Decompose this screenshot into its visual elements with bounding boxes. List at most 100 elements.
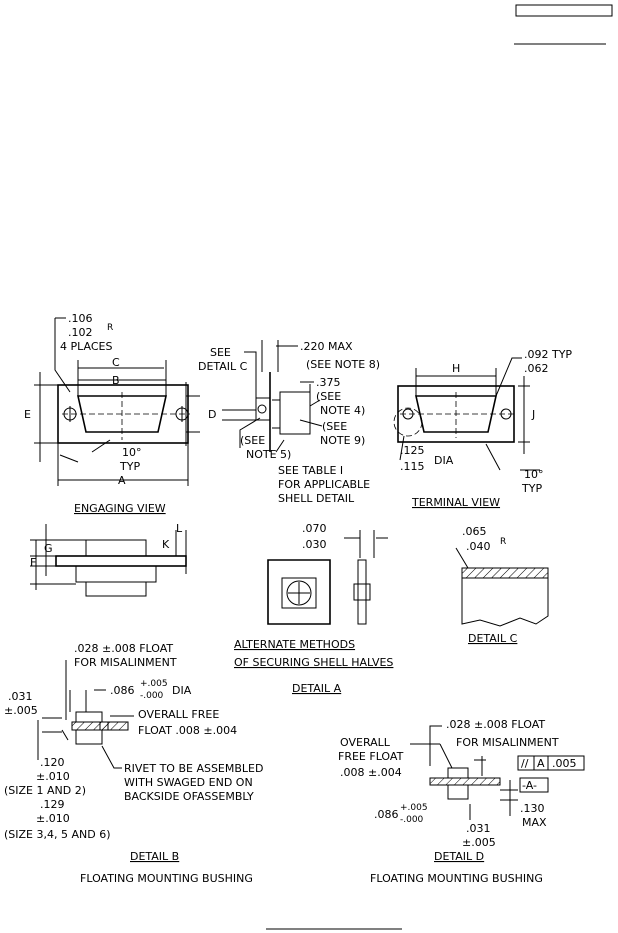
db-rivet-2: WITH SWAGED END ON (124, 776, 253, 789)
pv-dim-g: G (44, 542, 53, 555)
sv-dim-375: .375 (316, 376, 341, 389)
db-rivet-1: RIVET TO BE ASSEMBLED (124, 762, 263, 775)
ev-dim-d: D (208, 408, 216, 421)
dd-tolerance-frame (517, 755, 585, 771)
dd-bushing-top (447, 767, 469, 779)
db-dim-120: .120 (40, 756, 65, 769)
db-tol-005: ±.005 (4, 704, 38, 717)
ev-caption: ENGAGING VIEW (74, 502, 166, 515)
dd-dim-031: .031 (466, 822, 491, 835)
detail-c: .065 .040 R DETAIL C (455, 525, 549, 645)
ev-angle-typ: TYP (119, 460, 140, 473)
dd-tol-plus: +.005 (400, 803, 428, 813)
da-caption-2: OF SECURING SHELL HALVES (234, 656, 393, 669)
dd-tol-minus: -.000 (400, 815, 424, 825)
sv-max-220: .220 MAX (300, 340, 353, 353)
dd-float-2: FOR MISALINMENT (456, 736, 559, 749)
dd-max: MAX (522, 816, 547, 829)
sv-table-2: FOR APPLICABLE (278, 478, 370, 491)
da-title: DETAIL A (292, 682, 342, 695)
db-size-3456: (SIZE 3,4, 5 AND 6) (4, 828, 111, 841)
db-dim-086: .086 (110, 684, 135, 697)
sv-note-4b: NOTE 4) (320, 404, 365, 417)
db-dia-label: DIA (172, 684, 192, 697)
tv-dim-062: .062 (524, 362, 549, 375)
engaging-shell (77, 395, 167, 433)
db-dim-129: .129 (40, 798, 65, 811)
tv-dia-125: .125 (400, 444, 425, 457)
dd-bushing-bottom (447, 784, 469, 800)
db-overall-2: FLOAT .008 ±.004 (138, 724, 237, 737)
profile-view: G F K L (30, 522, 187, 597)
db-dim-031: .031 (8, 690, 33, 703)
db-title: DETAIL B (130, 850, 179, 863)
dd-overall-1: OVERALL (340, 736, 391, 749)
da-dim-070: .070 (302, 522, 327, 535)
terminal-shell (415, 395, 497, 433)
sv-note-5a: (SEE (240, 434, 265, 447)
tv-dia-label: DIA (434, 454, 454, 467)
dd-title: DETAIL D (434, 850, 484, 863)
ev-places: 4 PLACES (60, 340, 112, 353)
db-float-1: .028 ±.008 FLOAT (74, 642, 173, 655)
dd-overall-3: .008 ±.004 (340, 766, 402, 779)
da-dim-030: .030 (302, 538, 327, 551)
db-size-12: (SIZE 1 AND 2) (4, 784, 86, 797)
ev-dim-a: A (118, 474, 126, 487)
detail-c-hatch (461, 567, 549, 579)
header-box (515, 4, 613, 17)
dd-dim-130: .130 (520, 802, 545, 815)
tv-angle-typ: TYP (521, 482, 542, 495)
db-bushing-top (75, 711, 103, 723)
detail-b: .028 ±.008 FLOAT FOR MISALINMENT .031 ±.… (4, 642, 263, 885)
pv-dim-k: K (162, 538, 170, 551)
side-view: SEE DETAIL C .220 MAX (SEE NOTE 8) .375 … (198, 340, 380, 505)
tv-dim-j: J (531, 408, 535, 421)
dd-overall-2: FREE FLOAT (338, 750, 404, 763)
terminal-view: H J .092 TYP .062 .125 .115 DIA 10° TYP … (393, 348, 572, 509)
dd-datum: -A- (522, 779, 537, 792)
ev-radius-suffix: R (107, 323, 113, 333)
dd-datum-box (519, 777, 549, 793)
dd-float-1: .028 ±.008 FLOAT (446, 718, 545, 731)
db-tol-minus: -.000 (140, 691, 164, 701)
dc-radius-suffix: R (500, 537, 506, 547)
detail-d: .028 ±.008 FLOAT FOR MISALINMENT OVERALL… (338, 718, 585, 885)
side-insert (279, 391, 311, 435)
shell-detail-circle (393, 407, 423, 437)
dc-dim-040: .040 (466, 540, 491, 553)
sv-table-3: SHELL DETAIL (278, 492, 355, 505)
da-caption-1: ALTERNATE METHODS (234, 638, 355, 651)
profile-flange (55, 555, 187, 567)
tv-dim-h: H (452, 362, 460, 375)
tv-angle: 10° (524, 468, 544, 481)
pv-dim-f: F (30, 556, 36, 569)
dc-title: DETAIL C (468, 632, 518, 645)
ev-dim-e: E (24, 408, 31, 421)
db-bushing-bottom (75, 729, 103, 745)
db-subtitle: FLOATING MOUNTING BUSHING (80, 872, 253, 885)
db-tol-010b: ±.010 (36, 812, 70, 825)
db-tol-010a: ±.010 (36, 770, 70, 783)
pv-dim-l: L (176, 522, 183, 535)
ev-angle: 10° (122, 446, 142, 459)
dd-tol-005: ±.005 (462, 836, 496, 849)
sv-note-5b: NOTE 5) (246, 448, 291, 461)
engaging-view: .106 .102 R 4 PLACES C B E D A 10° TYP E… (24, 312, 216, 515)
sv-note-9a: (SEE (322, 420, 347, 433)
tv-dia-115: .115 (400, 460, 425, 473)
dd-frame-2: A (537, 757, 545, 770)
dd-dim-086: .086 (374, 808, 399, 821)
db-overall-1: OVERALL FREE (138, 708, 219, 721)
detail-a: .070 .030 ALTERNATE METHODS OF SECURING … (234, 522, 393, 695)
dd-frame-1: // (521, 757, 529, 770)
tv-typ-092: .092 TYP (524, 348, 572, 361)
dc-dim-065: .065 (462, 525, 487, 538)
shell-half-plate (267, 559, 331, 625)
dd-frame-3: .005 (552, 757, 577, 770)
db-tol-plus: +.005 (140, 679, 168, 689)
sv-note-9b: NOTE 9) (320, 434, 365, 447)
shell-edge (357, 559, 367, 625)
sv-note-4a: (SEE (316, 390, 341, 403)
